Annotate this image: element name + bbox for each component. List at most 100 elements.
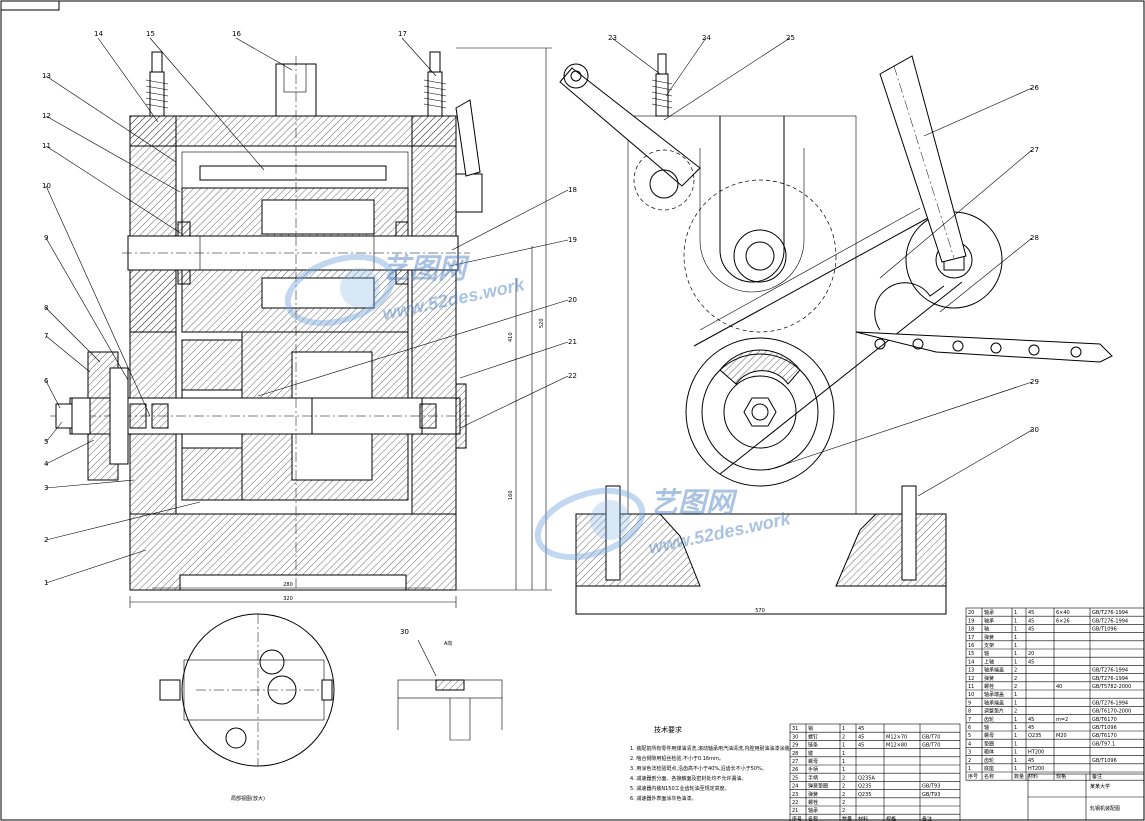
bom-top-cell: 2 xyxy=(1014,709,1017,715)
bom-top-cell: 6×40 xyxy=(1056,610,1070,616)
bom-bottom-cell: 链条 xyxy=(808,742,818,749)
bom-top-cell: 1 xyxy=(1014,741,1017,747)
part-label-21: 21 xyxy=(568,338,577,346)
bom-top-cell: 1 xyxy=(1014,717,1017,723)
bom-bottom-cell: 24 xyxy=(792,784,798,790)
bom-bottom-cell: 名称 xyxy=(808,815,818,821)
bom-top-cell: GB/T276-1994 xyxy=(1092,668,1128,674)
bom-top-cell: 1 xyxy=(1014,750,1017,756)
bom-bottom-cell: M12×80 xyxy=(886,743,907,749)
dim-height-1: 160 xyxy=(508,490,514,500)
part-label-20: 20 xyxy=(568,296,577,304)
bom-top-cell: 20 xyxy=(1028,651,1034,657)
round-view-caption: 局部视图(放大) xyxy=(231,795,265,802)
bom-top-cell: 1 xyxy=(1014,733,1017,739)
tech-item-5: 5. 减速器内装N150工业齿轮油至规定高度。 xyxy=(630,785,730,792)
bom-top-cell: 2 xyxy=(1014,668,1017,674)
front-dims xyxy=(129,47,552,608)
tech-item-1: 1. 装配前所有零件用煤油清洗,滚动轴承用汽油清洗,内腔用耐油油漆涂装。 xyxy=(630,745,795,752)
side-housing xyxy=(627,115,857,515)
bom-bottom-cell: 45 xyxy=(858,726,864,732)
bom-top-cell: 底座 xyxy=(984,765,994,772)
bom-top-cell: 1 xyxy=(1014,700,1017,706)
part-label-2: 2 xyxy=(44,536,48,544)
bom-top-cell: 45 xyxy=(1028,618,1034,624)
top-spring-left xyxy=(145,51,169,117)
bom-top-cell: 1 xyxy=(1014,618,1017,624)
bom-top-cell: 1 xyxy=(1014,659,1017,665)
part-label-6: 6 xyxy=(44,377,49,385)
bom-top-cell: GB/T1096 xyxy=(1092,725,1117,731)
bom-top-cell: GB/T6170 xyxy=(1092,717,1117,723)
top-bracket xyxy=(275,56,317,590)
part-label-11: 11 xyxy=(42,142,51,150)
bom-top-cell: 45 xyxy=(1028,610,1034,616)
bom-top-cell: 规格 xyxy=(1056,773,1066,780)
bom-top-cell: 10 xyxy=(968,692,974,698)
right-end-cap xyxy=(455,383,467,449)
bom-top-cell: 名称 xyxy=(984,773,994,780)
bom-bottom-cell: 弹簧垫圈 xyxy=(808,783,828,790)
part-label-28: 28 xyxy=(1030,234,1039,242)
housing-right-wall xyxy=(411,115,457,515)
lever-handle xyxy=(455,99,481,177)
bom-bottom-cell: 备注 xyxy=(922,815,932,821)
bom-bottom-cell: 21 xyxy=(792,808,798,814)
bom-top-cell: 1 xyxy=(1014,766,1017,772)
part-label-23: 23 xyxy=(608,34,617,42)
bom-top-cell: 4 xyxy=(968,741,971,747)
bom-bottom-cell: 2 xyxy=(842,808,845,814)
bom-top-cell: 14 xyxy=(968,659,974,665)
bom-top-cell: 序号 xyxy=(968,773,978,780)
watermark-brand-1: 艺图网 xyxy=(382,253,470,284)
tech-item-3: 3. 用涂色法检验斑点,沿齿高不小于40%,沿齿长不小于50%。 xyxy=(630,765,767,772)
bom-top-cell: 螺母 xyxy=(984,732,994,739)
bom-top-cell: GB/T1096 xyxy=(1092,627,1117,633)
bom-top-cell: GB/T276-1994 xyxy=(1092,700,1128,706)
tech-requirements: 技术要求 1. 装配前所有零件用煤油清洗,滚动轴承用汽油清洗,内腔用耐油油漆涂装… xyxy=(630,725,795,802)
bom-top-cell: 18 xyxy=(968,627,974,633)
bom-top-cell: 齿轮 xyxy=(984,757,994,764)
bom-top-cell: 材料 xyxy=(1028,773,1038,780)
bom-top-cell: 2 xyxy=(1014,676,1017,682)
bom-top-cell: 1 xyxy=(1014,758,1017,764)
bom-top-cell: 40 xyxy=(1056,684,1062,690)
bom-top-cell: 6×26 xyxy=(1056,618,1070,624)
bom-top-cell: 轴承端盖 xyxy=(984,691,1004,698)
bom-top-cell: HT200 xyxy=(1028,750,1044,756)
bom-top-cell: 1 xyxy=(1014,651,1017,657)
base-bolt-right xyxy=(901,485,917,581)
bom-bottom-cell: 29 xyxy=(792,743,798,749)
part-label-12: 12 xyxy=(42,112,51,120)
bom-bottom-cell: 1 xyxy=(842,759,845,765)
part-label-17: 17 xyxy=(398,30,407,38)
bom-top-cell: 支架 xyxy=(984,642,994,649)
school-name: 某某大学 xyxy=(1090,783,1110,790)
bom-bottom-cell: GB/T93 xyxy=(922,792,940,798)
bom-top-cell: 2 xyxy=(968,758,971,764)
bom-top-cell: 7 xyxy=(968,717,971,723)
bom-top-cell: GB/T1096 xyxy=(1092,758,1117,764)
bom-top-cell: 1 xyxy=(968,766,971,772)
bom-bottom-cell: 45 xyxy=(858,734,864,740)
bom-bottom-cell: Q235 xyxy=(858,792,871,798)
bom-top-cell: 2 xyxy=(1014,684,1017,690)
bom-bottom-cell: 键 xyxy=(808,750,813,757)
bom-bottom-cell: 弹簧 xyxy=(808,791,818,798)
bom-bottom-cell: GB/T70 xyxy=(922,734,940,740)
end-nut xyxy=(55,403,73,429)
bom-top-cell: GB/T97.1 xyxy=(1092,741,1115,747)
lever-arm xyxy=(855,331,1113,363)
lower-roll-lower xyxy=(291,431,373,481)
bom-top-cell: 螺栓 xyxy=(984,683,994,690)
lower-hex-nut xyxy=(743,397,777,427)
bom-top-cell: m=2 xyxy=(1056,717,1068,723)
part-label-8: 8 xyxy=(44,304,48,312)
bom-top-cell: Q235 xyxy=(1028,733,1041,739)
bom-top-cell: 45 xyxy=(1028,758,1034,764)
bom-top-cell: 12 xyxy=(968,676,974,682)
bom-top-cell: 15 xyxy=(968,651,974,657)
